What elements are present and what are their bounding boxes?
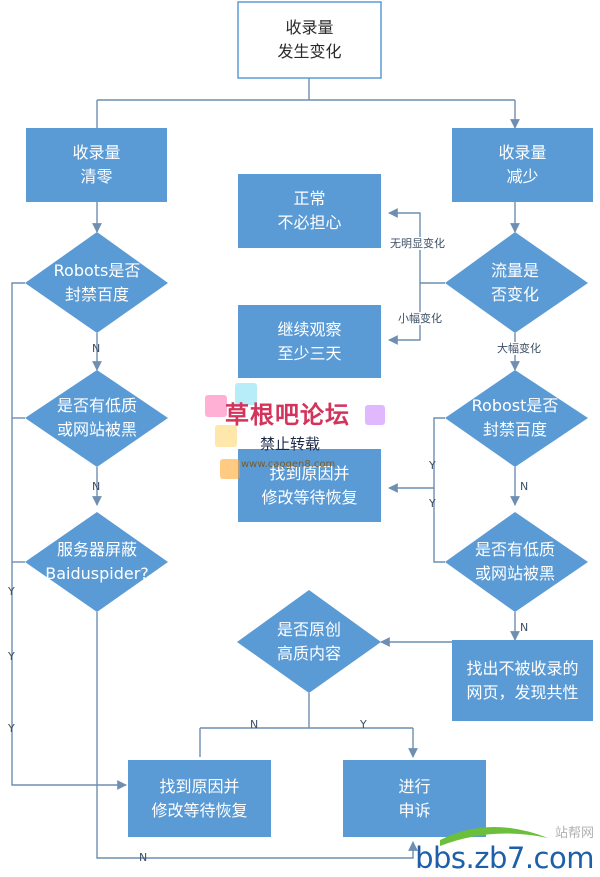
- watermark-square: [205, 395, 227, 417]
- edge-label-slight-change: 小幅变化: [397, 312, 443, 325]
- branch-n-robots-left: N: [92, 342, 101, 355]
- fix-bottom-box: [128, 760, 271, 837]
- robots-left-diamond: [25, 232, 168, 333]
- connector-server-no: [96, 612, 418, 859]
- connector-robots-right-fix: [388, 417, 445, 493]
- start-box: [237, 1, 382, 79]
- connector-start-split: [96, 78, 515, 128]
- connector-traffic-observe: [388, 283, 421, 345]
- branch-y-robots-right: Y: [429, 459, 436, 472]
- site-logo: 站帮网 bbs.zb7.com: [395, 818, 600, 877]
- connectors: [11, 78, 515, 859]
- site-logo-domain: bbs.zb7.com: [415, 841, 594, 875]
- edge-label-big-change: 大幅变化: [496, 342, 542, 355]
- traffic-diamond: [445, 232, 588, 333]
- reduced-box: [452, 128, 593, 202]
- watermark-subtitle: 禁止转载: [260, 435, 321, 453]
- branch-y-2: Y: [8, 650, 15, 663]
- low-quality-left-diamond: [25, 370, 168, 467]
- edge-label-no-obvious-change: 无明显变化: [389, 237, 446, 250]
- fix-mid-box: [238, 449, 381, 522]
- branch-y-original: Y: [360, 718, 367, 731]
- observe-box: [238, 305, 381, 378]
- appeal-box: [343, 760, 486, 837]
- watermark-square: [365, 405, 385, 425]
- forum-watermark: 草根吧论坛 禁止转载 www.caogen8.com: [205, 375, 390, 495]
- branch-y-lowq-right: Y: [429, 497, 436, 510]
- watermark-title: 草根吧论坛: [225, 401, 350, 429]
- branch-n-server: N: [139, 851, 148, 864]
- low-quality-right-diamond: [445, 512, 588, 612]
- watermark-square: [215, 425, 237, 447]
- connector-left-yes: [11, 282, 127, 790]
- original-quality-diamond: [237, 590, 381, 693]
- branch-n-original: N: [250, 718, 259, 731]
- branch-n-robots-right: N: [520, 480, 529, 493]
- cleared-box: [26, 128, 167, 202]
- connector-lowq-right-fix: [433, 488, 445, 563]
- normal-box: [238, 174, 381, 248]
- robots-right-diamond: [445, 370, 588, 467]
- watermark-square: [220, 459, 240, 479]
- watermark-square: [235, 383, 257, 405]
- connector-original-split: [199, 693, 413, 757]
- find-pages-box: [452, 640, 593, 721]
- logo-swoosh-icon: [440, 826, 548, 846]
- server-block-diamond: [25, 512, 168, 612]
- branch-n-lowq-left: N: [92, 480, 101, 493]
- watermark-url: www.caogen8.com: [241, 459, 336, 470]
- branch-n-lowq-right: N: [520, 621, 529, 634]
- branch-y-1: Y: [8, 585, 15, 598]
- site-logo-cn: 站帮网: [554, 826, 594, 841]
- branch-y-3: Y: [8, 722, 15, 735]
